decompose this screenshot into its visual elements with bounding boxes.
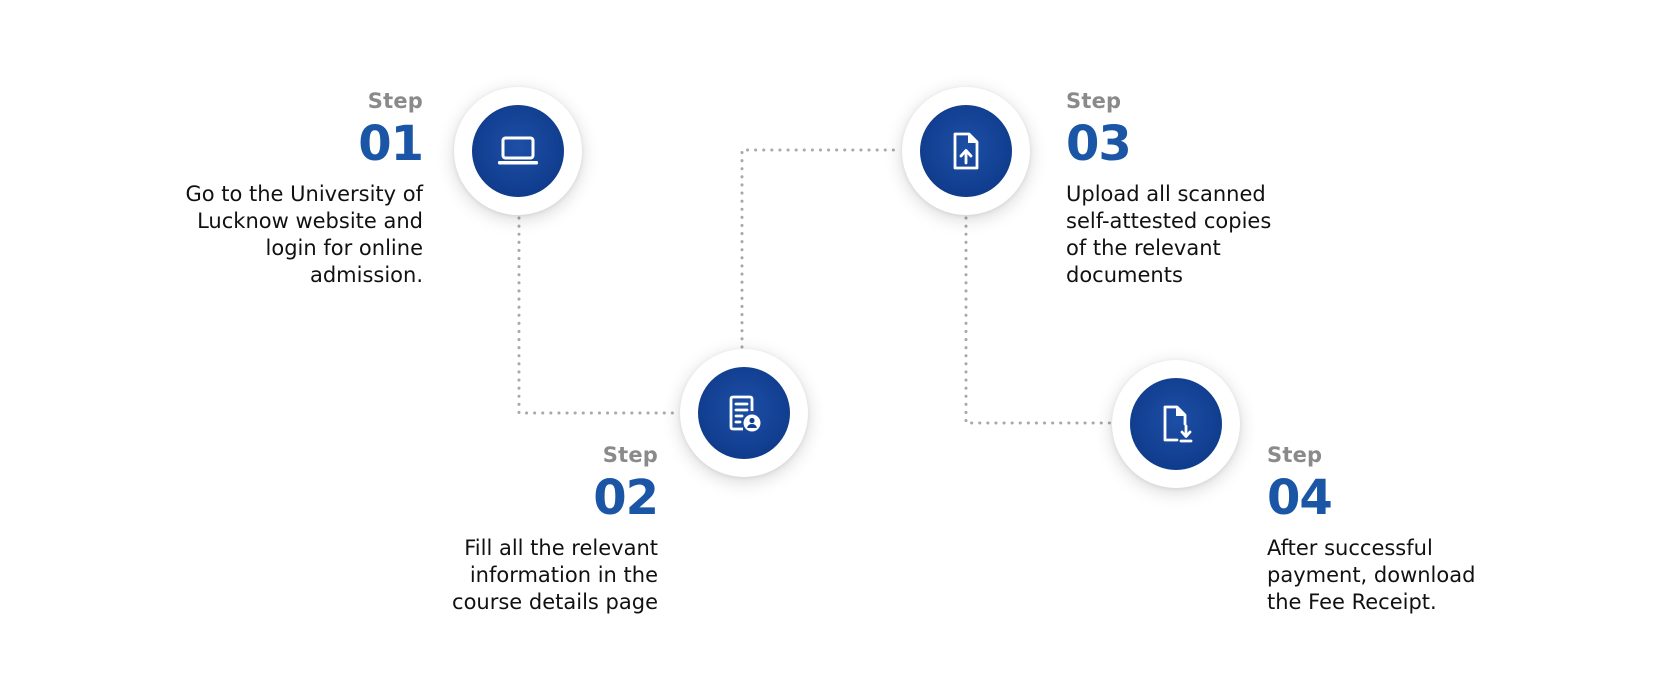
step-2-label: Step [602,443,658,467]
step-3-badge [902,87,1030,215]
step-1-text: Step 01 Go to the University of Lucknow … [163,89,424,289]
step-2-badge [680,349,808,477]
step-4-number: 04 [1267,470,1333,526]
step-4-label: Step [1267,443,1323,467]
step-4-text: Step 04 After successful payment, downlo… [1267,445,1527,616]
step-2-badge-core [698,367,790,459]
laptop-icon [498,136,538,165]
step-1-label: Step [367,89,423,113]
step-1-badge-core [472,105,564,197]
step-3-description: Upload all scanned self-attested copies … [1066,182,1272,287]
file-download-icon [1163,405,1193,443]
step-3-text: Step 03 Upload all scanned self-attested… [1066,91,1326,289]
step-4-description: After successful payment, download the F… [1267,536,1476,614]
step-2-description: Fill all the relevant information in the… [452,536,658,614]
step-1-number: 01 [358,116,424,172]
connector-step3-step4 [964,216,1112,425]
step-4-badge [1112,360,1240,488]
step-1-badge [454,87,582,215]
step-1-description: Go to the University of Lucknow website … [185,182,423,287]
connector-step2-step3 [740,148,900,349]
step-3-badge-core [920,105,1012,197]
connector-step1-step2 [517,216,679,415]
step-2-text: Step 02 Fill all the relevant informatio… [398,443,659,616]
form-user-icon [729,395,761,432]
step-3-number: 03 [1066,116,1132,172]
file-upload-icon [953,132,979,170]
step-4-badge-core [1130,378,1222,470]
step-2-number: 02 [593,470,659,526]
step-3-label: Step [1066,89,1122,113]
